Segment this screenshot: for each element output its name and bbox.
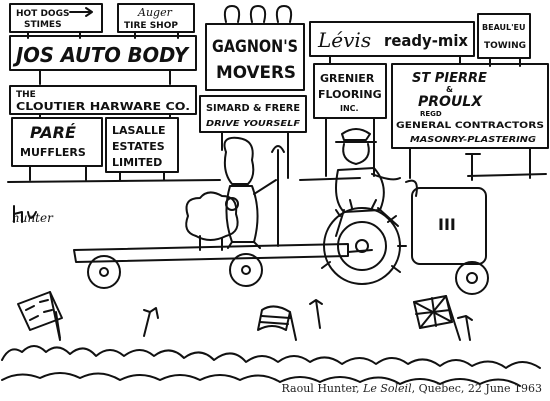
caption-publication: Le Soleil — [363, 382, 412, 395]
parade-float — [73, 243, 373, 289]
sign-beaulieu-line1: BEAUL'EU — [482, 23, 526, 32]
sign-pare — [11, 117, 103, 181]
sign-cloutier-line1: THE — [16, 90, 36, 100]
sign-stpierre-line4: REGD — [420, 110, 442, 118]
sign-hotdogs-line1: HOT DOGS — [16, 9, 69, 19]
sign-beaulieu-line2: TOWING — [484, 41, 526, 51]
sign-pare-line2: MUFFLERS — [20, 146, 86, 159]
artist-signature-mark — [13, 205, 37, 223]
sign-jos — [9, 35, 197, 85]
lamb-figure — [185, 191, 239, 251]
sign-grenier-line2: FLOORING — [318, 88, 382, 101]
sign-simard-line2: DRIVE YOURSELF — [206, 119, 301, 128]
flag-middle — [257, 305, 297, 341]
tractor-grille-text: III — [438, 215, 456, 234]
gagnon-sign-hooks — [223, 5, 293, 23]
sign-stpierre-line3: PROULX — [418, 94, 483, 110]
sign-beaulieu — [477, 13, 531, 67]
sign-lasalle-line3: LIMITED — [112, 156, 162, 169]
sign-gagnon-line1: GAGNON'S — [212, 37, 298, 57]
sign-levis — [309, 21, 475, 65]
sign-stpierre-line5: GENERAL CONTRACTORS — [396, 121, 544, 131]
sign-auger-line1: Auger — [137, 6, 173, 19]
sign-pare-line1: PARÉ — [30, 123, 76, 142]
sign-cloutier-line2: CLOUTIER HARWARE CO. — [16, 100, 190, 113]
sign-lasalle-line2: ESTATES — [112, 140, 165, 153]
caption-author: Raoul Hunter, — [281, 382, 360, 395]
sign-grenier-line1: GRENIER — [320, 72, 375, 85]
farmer-figure — [335, 128, 401, 237]
sign-stpierre — [391, 63, 549, 179]
sign-stpierre-line6: MASONRY-PLASTERING — [410, 135, 537, 144]
shepherd-figure — [223, 136, 285, 249]
crowd — [1, 299, 541, 387]
sign-auger-line2: TIRE SHOP — [124, 21, 178, 31]
sign-jos-text: JOS AUTO BODY — [12, 43, 190, 67]
sign-grenier-line3: INC. — [340, 104, 359, 113]
flag-right — [413, 295, 461, 341]
sign-hotdogs-line2: STIMES — [24, 20, 62, 30]
sign-simard-line1: SIMARD & FRERE — [206, 103, 300, 114]
sign-gagnon-line2: MOVERS — [216, 63, 296, 83]
sign-lasalle-line1: LASALLE — [112, 124, 166, 137]
image-caption: Raoul Hunter, Le Soleil, Québec, 22 June… — [282, 382, 543, 395]
sign-grenier — [313, 63, 387, 177]
sign-gagnon — [205, 23, 305, 91]
sign-levis-rest: ready-mix — [384, 31, 469, 50]
sign-stpierre-line1: ST PIERRE — [412, 71, 487, 86]
sign-lasalle — [105, 117, 179, 181]
sign-simard — [199, 95, 307, 179]
sign-stpierre-line2: & — [446, 85, 453, 94]
street-lines — [7, 173, 547, 183]
caption-rest: , Québec, 22 June 1963 — [411, 382, 542, 395]
sign-levis-script: Lévis — [317, 28, 371, 52]
artist-signature: hunter — [12, 211, 54, 225]
flag-left — [17, 291, 63, 341]
tractor — [321, 153, 489, 295]
